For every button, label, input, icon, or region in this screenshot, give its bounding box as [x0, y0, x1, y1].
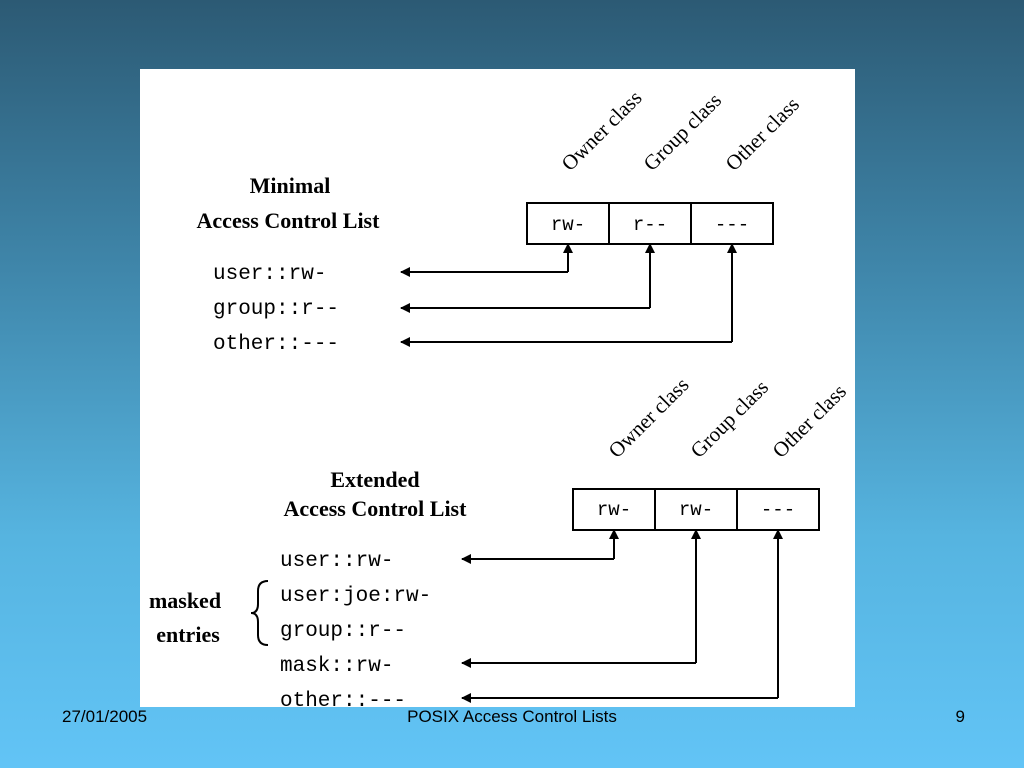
extended-group-class-header: Group class	[686, 375, 773, 462]
acl-diagram: Minimal Access Control List Owner class …	[149, 86, 851, 707]
footer-page-number: 9	[955, 707, 965, 726]
minimal-acl-section: Minimal Access Control List Owner class …	[197, 86, 804, 356]
extended-owner-class-header: Owner class	[604, 373, 694, 463]
minimal-title: Minimal	[250, 173, 331, 198]
slide-content-panel: Minimal Access Control List Owner class …	[140, 69, 855, 707]
minimal-subtitle: Access Control List	[197, 208, 381, 233]
minimal-owner-class-header: Owner class	[557, 86, 647, 176]
minimal-owner-cell-value: rw-	[551, 214, 585, 236]
masked-entries-label-line1: masked	[149, 588, 221, 613]
footer-date: 27/01/2005	[62, 707, 148, 726]
extended-acl-section: Extended Access Control List Owner class…	[149, 373, 851, 707]
footer-title: POSIX Access Control Lists	[407, 707, 617, 726]
extended-other-cell-value: ---	[761, 499, 795, 521]
minimal-entry-user: user::rw-	[213, 263, 326, 286]
extended-entry-other: other::---	[280, 690, 406, 707]
minimal-entry-other: other::---	[213, 333, 339, 356]
extended-subtitle: Access Control List	[284, 496, 468, 521]
extended-title: Extended	[330, 467, 419, 492]
extended-group-cell	[654, 488, 738, 531]
extended-owner-cell-value: rw-	[597, 499, 631, 521]
extended-entry-user: user::rw-	[280, 550, 393, 573]
extended-entry-user-joe: user:joe:rw-	[280, 585, 431, 608]
minimal-group-cell-value: r--	[633, 214, 667, 236]
masked-entries-label-line2: entries	[156, 622, 220, 647]
extended-entry-group: group::r--	[280, 620, 406, 643]
extended-entry-mask: mask::rw-	[280, 655, 393, 678]
masked-entries-brace	[250, 580, 269, 646]
extended-other-class-header: Other class	[768, 379, 851, 462]
minimal-group-class-header: Group class	[639, 88, 726, 175]
minimal-other-class-header: Other class	[721, 92, 804, 175]
minimal-owner-cell	[526, 202, 610, 245]
minimal-entry-group: group::r--	[213, 298, 339, 321]
minimal-other-cell-value: ---	[715, 214, 749, 236]
extended-other-cell	[736, 488, 820, 531]
extended-group-cell-value: rw-	[679, 499, 713, 521]
